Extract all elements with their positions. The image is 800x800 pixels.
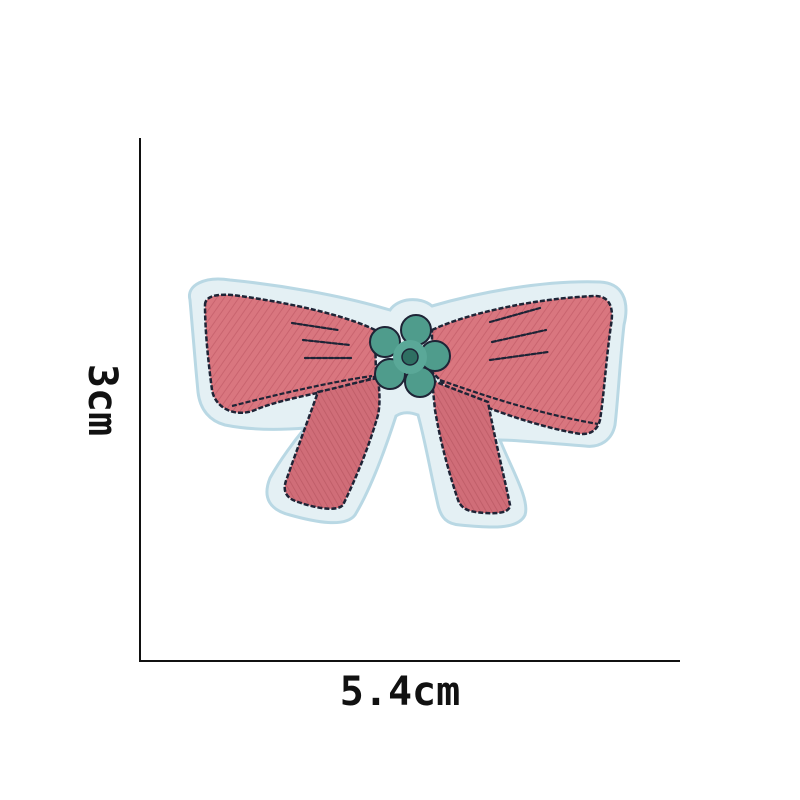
bow-right-tail — [430, 377, 512, 515]
bow-fold-stitches — [290, 306, 550, 362]
flower-knot-icon — [369, 314, 451, 398]
bow-seam-right — [439, 378, 599, 426]
width-dimension-line — [139, 660, 680, 662]
height-dimension-line — [139, 138, 141, 662]
width-label: 5.4cm — [339, 669, 461, 715]
bow-seam-left — [231, 374, 373, 408]
bow-left-tail — [283, 376, 381, 510]
